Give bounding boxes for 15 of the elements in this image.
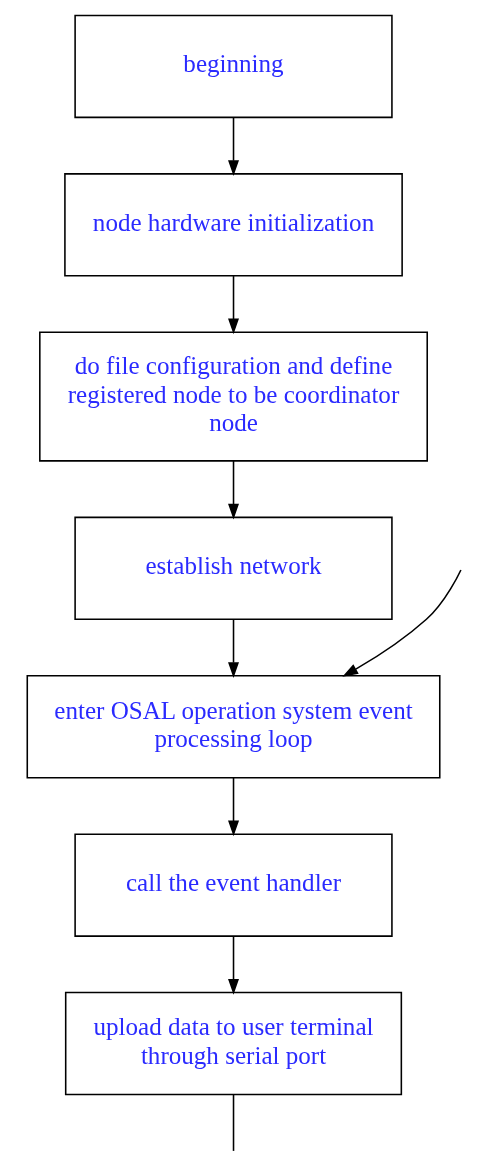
arrow	[228, 618, 239, 678]
arrow	[342, 569, 462, 677]
node-box: upload data to user terminal through serial port	[64, 991, 403, 1096]
arrow	[228, 460, 239, 520]
node-box: call the event handler	[74, 833, 393, 937]
node-box: establish network	[74, 516, 393, 621]
node-box: do file configuration and define registered node to be coordinator node	[39, 331, 428, 462]
arrow	[228, 935, 239, 995]
node-box: beginning	[74, 14, 393, 119]
arrow	[228, 275, 239, 335]
node-box: enter OSAL operation system event processing loop	[26, 674, 441, 779]
node-box: node hardware initialization	[64, 173, 403, 277]
arrow	[228, 116, 239, 176]
arrow	[228, 777, 239, 837]
connector	[232, 1094, 235, 1152]
